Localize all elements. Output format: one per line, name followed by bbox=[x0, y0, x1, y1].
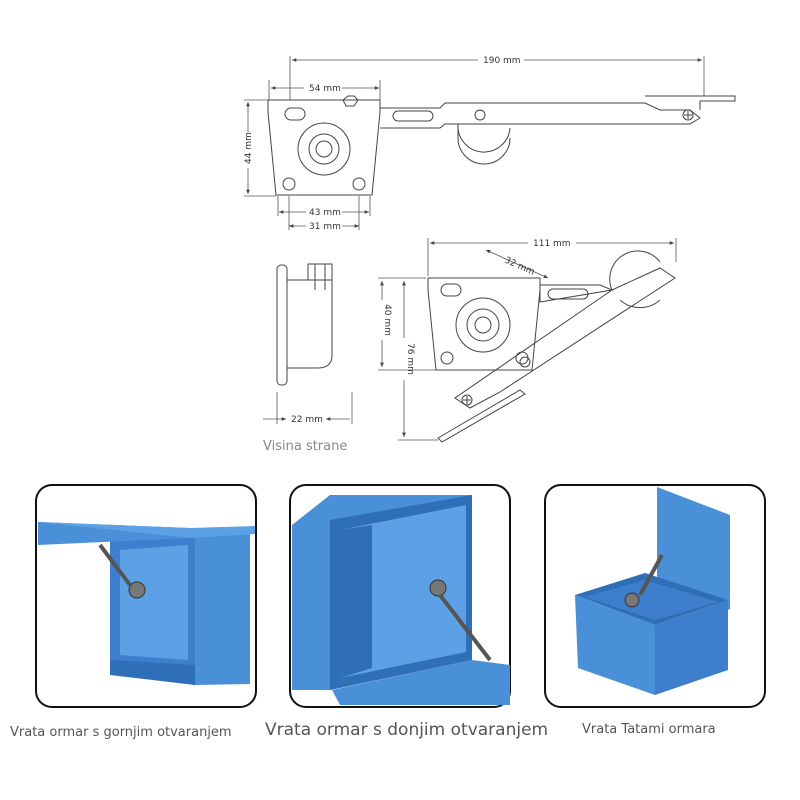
closed-dimensions bbox=[244, 56, 705, 230]
dim-open-total-height: 76 mm bbox=[405, 343, 415, 375]
dim-arm-offset: 32 mm bbox=[503, 256, 536, 278]
side-dimensions bbox=[263, 392, 353, 424]
dim-open-length: 111 mm bbox=[533, 239, 571, 249]
dim-hole-inner: 31 mm bbox=[309, 222, 341, 232]
dim-side-depth: 22 mm bbox=[291, 415, 323, 425]
caption-side-view: Visina strane bbox=[263, 439, 348, 454]
caption-tatami: Vrata Tatami ormara bbox=[582, 722, 716, 737]
panel-bottom-opening bbox=[289, 484, 511, 708]
panel-tatami bbox=[544, 484, 766, 708]
dim-hole-outer: 43 mm bbox=[309, 208, 341, 218]
caption-top-opening: Vrata ormar s gornjim otvaranjem bbox=[10, 725, 232, 740]
side-view-drawing bbox=[276, 263, 333, 386]
caption-bottom-opening: Vrata ormar s donjim otvaranjem bbox=[265, 720, 549, 740]
dim-base-height: 44 mm bbox=[244, 132, 254, 164]
dim-base-width: 54 mm bbox=[309, 84, 341, 94]
closed-hinge-drawing bbox=[267, 95, 736, 196]
open-dimensions bbox=[378, 238, 677, 441]
open-hinge-drawing bbox=[427, 250, 676, 443]
panel-top-opening bbox=[35, 484, 257, 708]
dim-open-base-height: 40 mm bbox=[382, 304, 392, 336]
dim-total-length: 190 mm bbox=[483, 56, 521, 66]
